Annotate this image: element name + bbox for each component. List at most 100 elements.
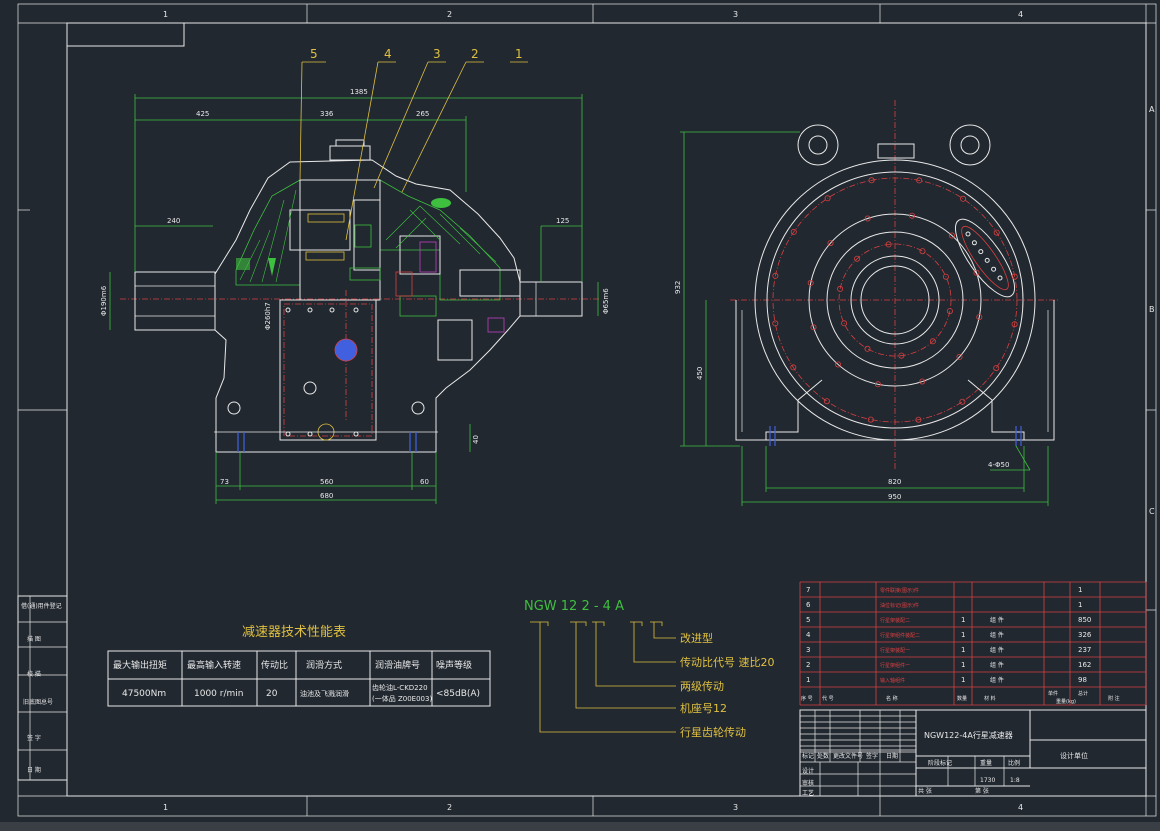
bolt-hole	[997, 275, 1003, 281]
bom-weight: 1	[1078, 601, 1082, 609]
bolt-hole	[984, 257, 990, 263]
bom-name: 行星架组件一	[880, 662, 910, 669]
bom-weight: 98	[1078, 676, 1087, 684]
part-label-2: 2	[471, 47, 479, 61]
bolt-hole	[864, 215, 871, 222]
bolt-hole	[867, 416, 874, 423]
bolt-hole	[915, 416, 922, 423]
dim-overall: 1385	[350, 88, 368, 96]
bolt-hole	[993, 229, 1000, 236]
bom-mat: 组 件	[990, 676, 1004, 684]
bolt-hole	[835, 361, 842, 368]
bom-h-0: 序 号	[801, 695, 813, 702]
dim-240: 240	[167, 217, 180, 225]
zone-labels: 1 2 3 4 1 2 3 4 A B C	[163, 10, 1155, 812]
strip-item-0: 借(通)用件登记	[21, 602, 62, 610]
bolt-hole	[823, 398, 830, 405]
perf-header-0: 最大输出扭矩	[113, 659, 167, 671]
model-code: NGW 12 2 - 4 A	[524, 599, 624, 614]
strip-item-3: 旧底图总号	[23, 698, 53, 706]
perf-header-5: 噪声等级	[436, 659, 472, 671]
dim-holes: 4-Φ50	[988, 461, 1009, 469]
dim-425: 425	[196, 110, 209, 118]
bom-weight: 162	[1078, 661, 1091, 669]
dim-336: 336	[320, 110, 334, 118]
code-meaning-4: 行星齿轮传动	[680, 725, 746, 739]
perf-header-3: 润滑方式	[306, 659, 342, 671]
part-label-5: 5	[310, 47, 318, 61]
title-company: 设计单位	[1060, 751, 1088, 760]
bom-qty: 1	[961, 646, 965, 654]
bom-name: 零件联接(图示)件	[880, 587, 919, 594]
bolt-hole	[965, 231, 971, 237]
drawing-frame	[17, 3, 1157, 817]
bom-name: 行星架装配二	[880, 617, 910, 624]
side-view	[730, 100, 1060, 470]
part-label-3: 3	[433, 47, 441, 61]
bolt-hole	[885, 241, 892, 248]
bolt-hole	[919, 378, 926, 385]
bolt-hole	[790, 228, 797, 235]
bom-weight: 237	[1078, 646, 1091, 654]
bom-qty: 1	[961, 676, 965, 684]
zone-col-2-top: 2	[447, 10, 452, 19]
status-bar	[0, 822, 1160, 831]
perf-value-4: 齿轮油L-CKD220	[372, 683, 428, 692]
bolt-hole	[993, 365, 1000, 372]
bom-weight: 326	[1078, 631, 1092, 639]
bolt-hole	[837, 285, 844, 292]
bolt-hole	[960, 195, 967, 202]
dim-center: Φ260h7	[264, 302, 272, 330]
bolt-hole	[976, 314, 983, 321]
bolt-hole	[956, 353, 963, 360]
perf-value-4b: (一体品 Z00E003)	[372, 694, 432, 703]
bolt-hole	[971, 240, 977, 246]
bom-weight: 1	[1078, 586, 1082, 594]
part-label-1: 1	[515, 47, 523, 61]
strip-item-1: 描 图	[27, 635, 41, 643]
perf-table-title: 减速器技术性能表	[242, 625, 346, 640]
perf-value-0: 47500Nm	[122, 689, 166, 699]
bom-h-8: 附 注	[1108, 695, 1120, 702]
bolt-hole	[898, 352, 905, 359]
bom-no: 3	[806, 646, 810, 654]
title-block: NGW122-4A行星减速器 设计单位 1730 1:8 阶段标记 重量 比例 …	[799, 709, 1147, 797]
title-sub-2: 比例	[1008, 759, 1020, 767]
title-scale: 1:8	[1010, 777, 1020, 784]
bolt-hole	[948, 232, 955, 239]
title-role-0: 设计	[802, 767, 814, 775]
zone-col-3-top: 3	[733, 10, 738, 19]
bolt-hole	[772, 272, 779, 279]
bolt-hole	[790, 364, 797, 371]
bolt-hole	[807, 279, 814, 286]
dim-560: 560	[320, 478, 333, 486]
perf-header-1: 最高输入转速	[187, 659, 241, 671]
bom-qty: 1	[961, 616, 965, 624]
zone-col-1-top: 1	[163, 10, 168, 19]
code-meaning-0: 改进型	[680, 631, 713, 645]
dim-680: 680	[320, 492, 333, 500]
bom-mat: 组 件	[990, 616, 1004, 624]
zone-row-b: B	[1149, 305, 1155, 314]
perf-value-3: 油池及飞溅润滑	[300, 689, 349, 698]
bom-qty: 1	[961, 661, 965, 669]
bom-h-7: 重量(kg)	[1056, 698, 1076, 705]
bolt-hole	[1011, 273, 1018, 280]
dim-820: 820	[888, 478, 901, 486]
zone-col-4-bottom: 4	[1018, 803, 1023, 812]
bolt-hole	[942, 273, 949, 280]
model-code-legend: NGW 12 2 - 4 A 改进型 传动比代号 速比20 两级传动 机座号12…	[524, 599, 775, 739]
dim-height: 932	[674, 281, 682, 294]
dim-center-h: 450	[696, 367, 704, 380]
bolt-hole	[929, 338, 936, 345]
bolt-hole	[810, 324, 817, 331]
title-row-label-1: 处数	[817, 752, 829, 760]
front-view-dimensions: 1385 425 336 265 240 125 Φ190m6 Φ65m6 Φ2…	[100, 88, 610, 504]
bolt-hole	[916, 177, 923, 184]
perf-header-4: 润滑油牌号	[375, 659, 420, 671]
bom-name: 行星架组件装配二	[880, 632, 920, 639]
bolt-hole	[824, 195, 831, 202]
perf-value-5: <85dB(A)	[436, 689, 480, 699]
bom-no: 2	[806, 661, 810, 669]
